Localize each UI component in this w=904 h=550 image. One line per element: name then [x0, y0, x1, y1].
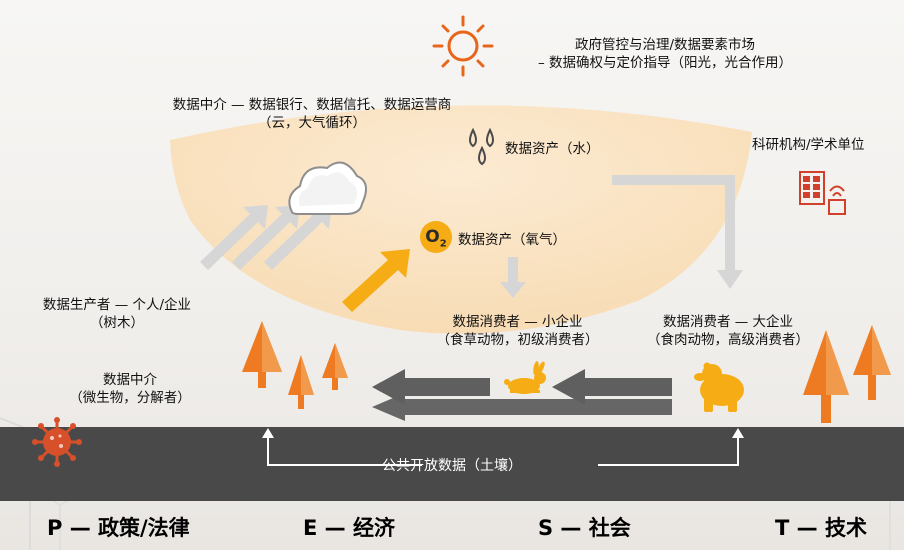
government-label: 政府管控与治理/数据要素市场 – 数据确权与定价指导（阳光，光合作用）	[500, 36, 830, 72]
consumer-small-line2: （食草动物，初级消费者）	[436, 332, 599, 348]
producer-line1: 数据生产者 — 个人/企业	[42, 297, 192, 313]
consumer-small-line1: 数据消费者 — 小企业	[452, 314, 583, 330]
building-icon	[799, 171, 846, 215]
pest-society-label: S — 社会	[538, 516, 631, 540]
intermediary-micro-label: 数据中介 （微生物，分解者）	[55, 371, 205, 407]
research-label: 科研机构/学术单位	[752, 137, 865, 153]
sun-icon	[432, 15, 494, 77]
soil-label: 公共开放数据（土壤）	[382, 458, 522, 474]
consumer-large-line2: （食肉动物，高级消费者）	[647, 332, 809, 348]
intermediary-micro-line2: （微生物，分解者）	[69, 390, 191, 406]
bear-icon	[694, 362, 744, 412]
oxygen-arrow	[342, 249, 410, 312]
oxygen-icon	[420, 221, 452, 253]
tree-icon	[242, 321, 891, 423]
water-down-arrow	[612, 175, 735, 272]
oxygen-symbol-letter: O	[425, 227, 440, 247]
oxygen-symbol-subscript: 2	[439, 238, 447, 250]
asset-water-label: 数据资产（水）	[505, 141, 600, 157]
rabbit-icon	[504, 361, 546, 394]
asset-oxygen-label: 数据资产（氧气）	[458, 232, 566, 248]
producer-line2: （树木）	[90, 315, 144, 331]
oxygen-down-arrow	[500, 257, 526, 298]
intermediary-cloud-label: 数据中介 — 数据银行、数据信托、数据运营商 （云，大气循环）	[112, 96, 512, 132]
evaporation-arrows	[200, 205, 332, 270]
atmosphere-arc	[170, 105, 752, 334]
pest-policy-label: P — 政策/法律	[47, 516, 190, 540]
intermediary-micro-line1: 数据中介	[103, 372, 157, 388]
water-down-arrow-head	[717, 270, 743, 289]
government-line2: – 数据确权与定价指导（阳光，光合作用）	[537, 55, 793, 71]
consumer-small-label: 数据消费者 — 小企业 （食草动物，初级消费者）	[420, 313, 615, 349]
intermediary-cloud-line1: 数据中介 — 数据银行、数据信托、数据运营商	[172, 97, 452, 113]
soil-arrow-head-right	[732, 428, 744, 438]
water-drops-icon	[469, 127, 494, 166]
virus-icon	[32, 417, 82, 467]
pest-technology-label: T — 技术	[775, 516, 867, 540]
flow-arrows	[372, 369, 672, 421]
pest-economy-label: E — 经济	[303, 516, 395, 540]
consumer-large-line1: 数据消费者 — 大企业	[662, 314, 794, 330]
consumer-large-label: 数据消费者 — 大企业 （食肉动物，高级消费者）	[628, 313, 828, 349]
soil-arrow-head-left	[262, 428, 274, 438]
soil-band	[0, 427, 904, 501]
government-line1: 政府管控与治理/数据要素市场	[574, 37, 756, 53]
intermediary-cloud-line2: （云，大气循环）	[258, 115, 366, 131]
oxygen-symbol: O2	[420, 227, 452, 254]
producer-label: 数据生产者 — 个人/企业 （树木）	[12, 296, 222, 332]
cloud-icon	[288, 161, 367, 215]
soil-loop-arrows	[267, 434, 739, 466]
